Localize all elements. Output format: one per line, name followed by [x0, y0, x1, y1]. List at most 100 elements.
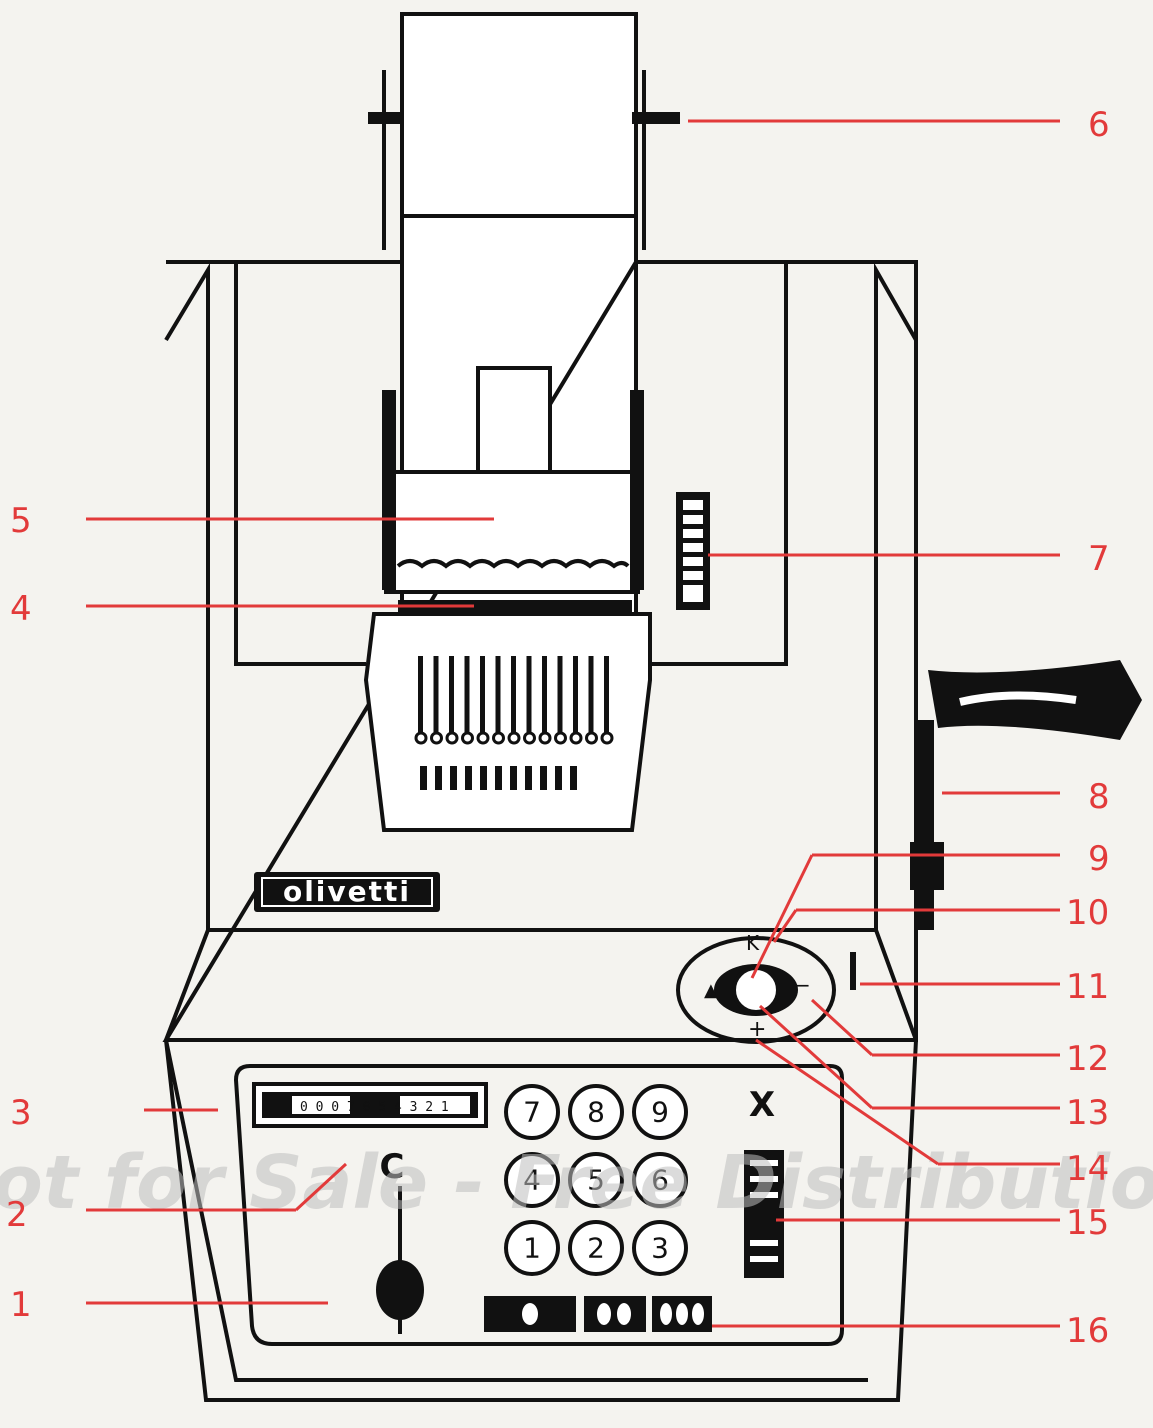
- type-slot: [555, 766, 562, 790]
- multiply-bar[interactable]: [744, 1150, 784, 1278]
- type-slot: [510, 766, 517, 790]
- type-bar: [526, 656, 532, 734]
- paper-dial[interactable]: [676, 492, 710, 610]
- clear-lever[interactable]: C: [376, 1147, 424, 1334]
- key-label: 4: [523, 1164, 541, 1197]
- type-bar: [604, 656, 609, 734]
- svg-text:−: −: [794, 973, 811, 997]
- function-selector[interactable]: ▲ − K +: [676, 931, 856, 1044]
- type-bar: [449, 656, 454, 734]
- type-slot: [570, 766, 577, 790]
- register-digits: 0 0 0 7 0 5 4 3 2 1: [300, 1100, 449, 1115]
- type-bar-head: [507, 731, 521, 745]
- multiply-label: X: [749, 1085, 775, 1125]
- key-cap[interactable]: [504, 1084, 560, 1140]
- svg-text:▲: ▲: [704, 980, 718, 1001]
- key-cap[interactable]: [632, 1220, 688, 1276]
- type-bar: [480, 656, 485, 734]
- print-head: [382, 366, 644, 612]
- register-display: 0 0 0 7 0 5 4 3 2 1: [252, 1082, 488, 1128]
- key-4[interactable]: 4: [504, 1152, 560, 1208]
- machine-body: [162, 260, 918, 1042]
- key-cap[interactable]: [632, 1152, 688, 1208]
- type-bar-head: [476, 731, 490, 745]
- key-label: 7: [523, 1096, 541, 1129]
- type-slot: [465, 766, 472, 790]
- type-bar: [464, 656, 470, 734]
- type-slot: [435, 766, 442, 790]
- key-cap[interactable]: [568, 1220, 624, 1276]
- type-bar-head: [445, 731, 459, 745]
- type-bar-head: [414, 731, 428, 745]
- type-bar: [588, 656, 594, 734]
- type-bar-head: [430, 731, 443, 745]
- type-bar-head: [538, 731, 552, 745]
- callout-6: 6: [1088, 105, 1110, 145]
- zero-keys[interactable]: [484, 1296, 712, 1332]
- key-9[interactable]: 9: [632, 1084, 688, 1140]
- key-label: 2: [587, 1232, 605, 1265]
- key-1[interactable]: 1: [504, 1220, 560, 1276]
- type-slot: [525, 766, 532, 790]
- key-label: 6: [651, 1164, 669, 1197]
- watermark: ot for Sale - Free Distributio: [0, 1140, 1153, 1226]
- key-6[interactable]: 6: [632, 1152, 688, 1208]
- callout-1: 1: [10, 1285, 32, 1325]
- brand-label: olivetti: [283, 875, 411, 908]
- type-slot: [495, 766, 502, 790]
- type-slot: [420, 766, 427, 790]
- key-label: 3: [651, 1232, 669, 1265]
- type-bar: [557, 656, 563, 734]
- key-7[interactable]: 7: [504, 1084, 560, 1140]
- type-bar-head: [600, 731, 614, 745]
- brand-plate: olivetti: [254, 872, 440, 912]
- callout-8: 8: [1088, 777, 1110, 817]
- key-label: 5: [587, 1164, 605, 1197]
- callout-14: 14: [1066, 1149, 1109, 1189]
- svg-text:+: +: [748, 1017, 766, 1042]
- type-bar: [511, 656, 516, 734]
- type-bar-head: [523, 731, 536, 745]
- callout-13: 13: [1066, 1093, 1109, 1133]
- type-bar: [418, 656, 423, 734]
- type-bars: [363, 612, 652, 832]
- callout-4: 4: [10, 589, 32, 629]
- key-2[interactable]: 2: [568, 1220, 624, 1276]
- clear-label: C: [380, 1147, 405, 1187]
- callout-2: 2: [6, 1195, 28, 1235]
- type-bar: [433, 656, 439, 734]
- type-slot: [450, 766, 457, 790]
- operating-lever[interactable]: [910, 660, 1142, 930]
- callout-10: 10: [1066, 893, 1109, 933]
- type-bar: [542, 656, 547, 734]
- type-bar: [573, 656, 578, 734]
- type-bar-head: [461, 731, 474, 745]
- leader-lines: [86, 119, 1060, 1328]
- key-cap[interactable]: [504, 1152, 560, 1208]
- callout-9: 9: [1088, 839, 1110, 879]
- key-cap[interactable]: [632, 1084, 688, 1140]
- type-bar-head: [569, 731, 583, 745]
- callout-12: 12: [1066, 1039, 1109, 1079]
- callout-3: 3: [10, 1093, 32, 1133]
- callout-11: 11: [1066, 967, 1109, 1007]
- key-3[interactable]: 3: [632, 1220, 688, 1276]
- key-8[interactable]: 8: [568, 1084, 624, 1140]
- key-label: 1: [523, 1232, 541, 1265]
- type-bar: [495, 656, 501, 734]
- type-bar-head: [492, 731, 505, 745]
- key-5[interactable]: 5: [568, 1152, 624, 1208]
- key-cap[interactable]: [504, 1220, 560, 1276]
- callout-5: 5: [10, 501, 32, 541]
- key-cap[interactable]: [568, 1152, 624, 1208]
- callout-7: 7: [1088, 539, 1110, 579]
- key-label: 8: [587, 1096, 605, 1129]
- key-cap[interactable]: [568, 1084, 624, 1140]
- callout-16: 16: [1066, 1311, 1109, 1351]
- type-bar-head: [585, 731, 598, 745]
- type-slot: [540, 766, 547, 790]
- svg-text:K: K: [746, 931, 760, 955]
